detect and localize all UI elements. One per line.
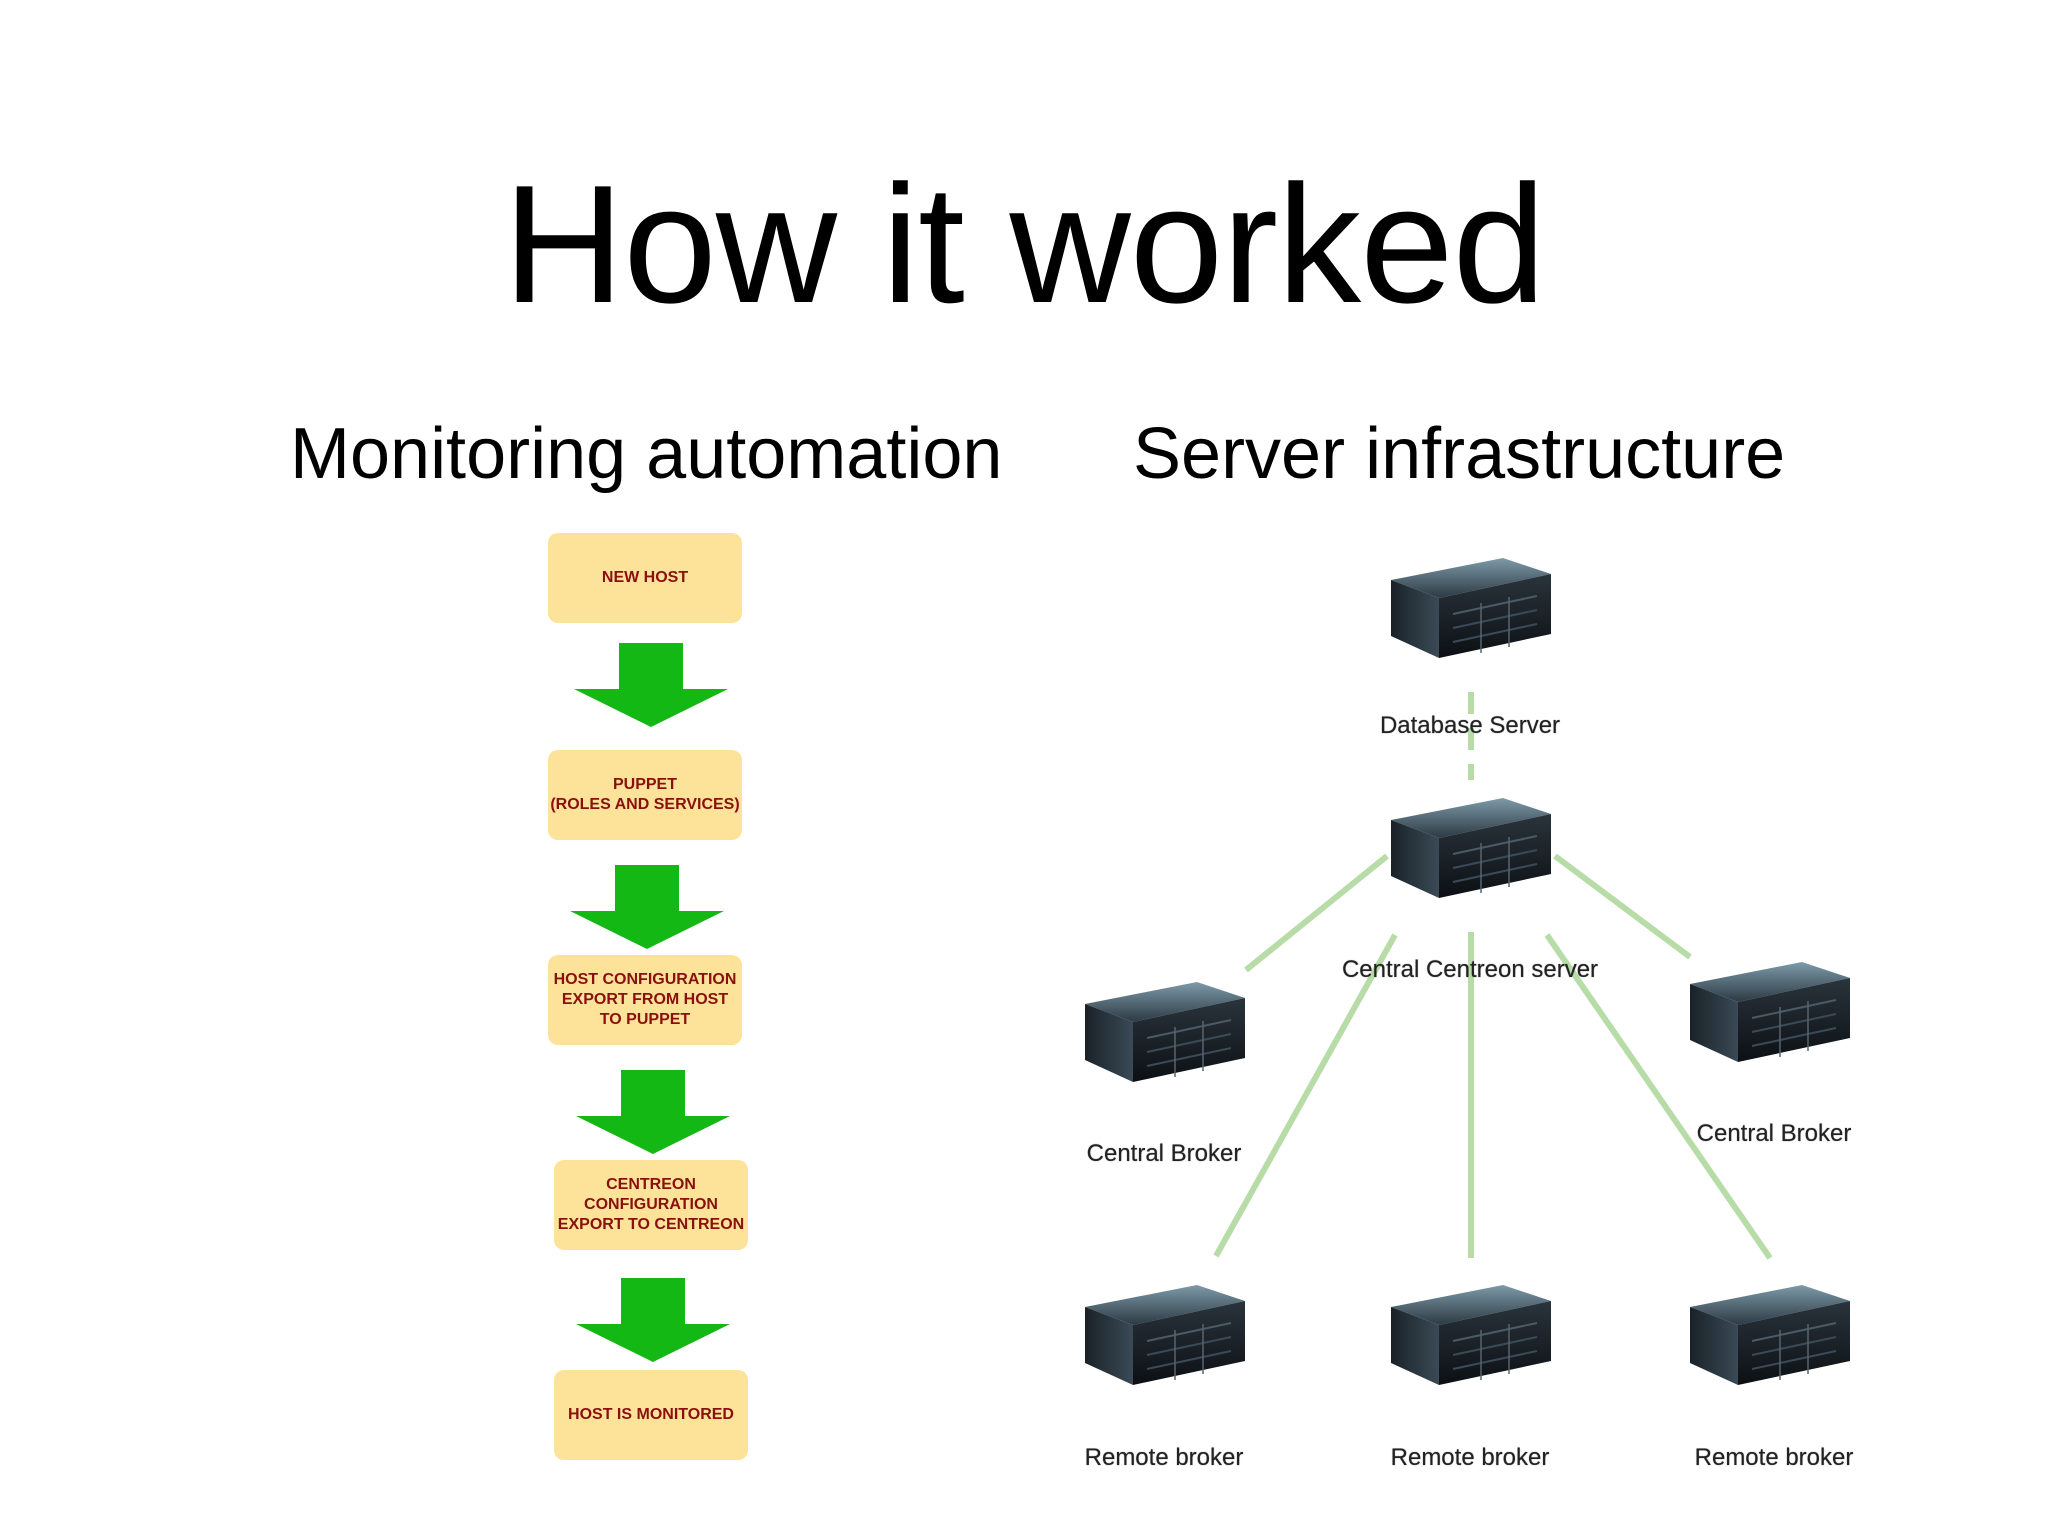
flow-arrow-down-icon: [570, 865, 724, 949]
remote-2-server-icon: [1390, 1284, 1552, 1386]
flow-step-puppet: PUPPET (ROLES AND SERVICES): [548, 750, 742, 840]
database-server-icon: [1390, 557, 1552, 659]
label-remote-broker-1: Remote broker: [1084, 1444, 1244, 1471]
remote-1-server-icon: [1084, 1284, 1246, 1386]
label-remote-broker-2: Remote broker: [1390, 1444, 1550, 1471]
flow-step-centreon-config-export: CENTREON CONFIGURATION EXPORT TO CENTREO…: [554, 1160, 748, 1250]
flow-arrow-down-icon: [574, 643, 728, 727]
connection-links: [1213, 692, 1773, 1260]
label-central-broker-left: Central Broker: [1086, 1140, 1242, 1167]
label-remote-broker-3: Remote broker: [1694, 1444, 1854, 1471]
link-central-remote-1: [1213, 933, 1398, 1258]
broker-right-server-icon: [1689, 961, 1851, 1063]
label-central-broker-right: Central Broker: [1696, 1120, 1852, 1147]
remote-3-server-icon: [1689, 1284, 1851, 1386]
label-database-server: Database Server: [1379, 712, 1561, 739]
flow-arrow-down-icon: [576, 1278, 730, 1362]
label-central-centreon-server: Central Centreon server: [1341, 956, 1599, 983]
server-infrastructure-diagram: [1084, 557, 1851, 1386]
flow-step-new-host: NEW HOST: [548, 533, 742, 623]
flow-step-host-monitored: HOST IS MONITORED: [554, 1370, 748, 1460]
link-central-broker-left: [1244, 853, 1389, 973]
monitoring-automation-heading: Monitoring automation: [290, 414, 1003, 494]
slide-title: How it worked: [502, 150, 1546, 338]
link-central-broker-right: [1553, 853, 1692, 960]
flow-step-host-config-export: HOST CONFIGURATION EXPORT FROM HOST TO P…: [548, 955, 742, 1045]
central-server-icon: [1390, 797, 1552, 899]
flow-arrow-down-icon: [576, 1070, 730, 1154]
server-infrastructure-heading: Server infrastructure: [1133, 414, 1786, 494]
broker-left-server-icon: [1084, 981, 1246, 1083]
link-central-remote-3: [1544, 933, 1773, 1260]
